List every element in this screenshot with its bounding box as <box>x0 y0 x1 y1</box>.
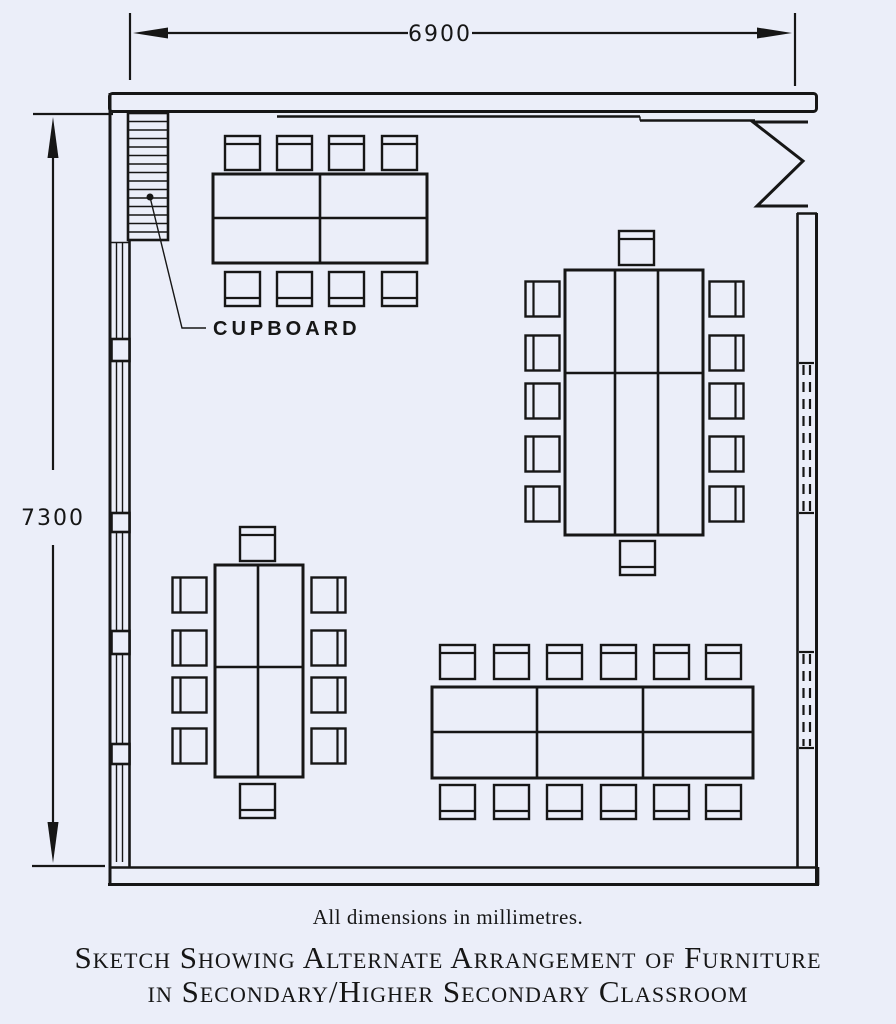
chair <box>708 334 745 372</box>
units-note: All dimensions in millimetres. <box>312 905 584 929</box>
dimension-height-label: 7300 <box>21 506 85 531</box>
cupboard: CUPBOARD <box>126 111 361 340</box>
chair <box>545 643 584 681</box>
chair <box>524 435 561 473</box>
chair <box>708 382 745 420</box>
chair <box>380 134 419 172</box>
arrow-up-icon <box>47 117 59 158</box>
chair <box>704 643 743 681</box>
chair <box>599 783 638 821</box>
chair <box>708 280 745 318</box>
arrow-left-icon <box>133 27 168 39</box>
chair <box>310 676 347 714</box>
chair <box>171 676 208 714</box>
window-glazing <box>115 243 124 862</box>
chair <box>171 727 208 765</box>
chair <box>599 643 638 681</box>
right-wall <box>796 212 818 885</box>
chair <box>652 643 691 681</box>
window-mullions <box>110 337 131 766</box>
chair <box>380 270 419 308</box>
chair <box>545 783 584 821</box>
floor-plan: 6900 7300 <box>21 13 820 886</box>
table <box>563 268 705 537</box>
chair <box>618 539 657 577</box>
chair <box>327 270 366 308</box>
arrow-down-icon <box>47 822 59 863</box>
chair <box>524 280 561 318</box>
table-group-right-middle <box>524 229 745 577</box>
chair <box>708 485 745 523</box>
bottom-wall <box>108 866 820 886</box>
dimension-height: 7300 <box>21 112 113 868</box>
chair <box>171 629 208 667</box>
chair <box>617 229 656 267</box>
dimension-width-label: 6900 <box>408 22 472 47</box>
cupboard-body <box>126 111 170 242</box>
chair <box>652 783 691 821</box>
cupboard-leader-line <box>149 196 206 329</box>
top-wall <box>108 92 818 122</box>
table-group-bottom-right <box>430 643 755 821</box>
chair <box>310 727 347 765</box>
title-line-1: Sketch Showing Alternate Arrangement of … <box>74 940 822 975</box>
chair <box>310 576 347 614</box>
chair <box>238 782 277 820</box>
dimension-width: 6900 <box>128 13 797 86</box>
chair <box>492 783 531 821</box>
chair <box>275 134 314 172</box>
chair <box>171 576 208 614</box>
chair <box>492 643 531 681</box>
chair <box>438 643 477 681</box>
chair <box>438 783 477 821</box>
table-group-bottom-left <box>171 525 347 820</box>
chair <box>223 270 262 308</box>
left-wall-windows <box>108 93 131 886</box>
cupboard-label: CUPBOARD <box>213 318 361 340</box>
chair <box>524 334 561 372</box>
chair <box>704 783 743 821</box>
chair <box>524 485 561 523</box>
door-swing-icon <box>748 120 808 208</box>
chair <box>310 629 347 667</box>
chair <box>223 134 262 172</box>
overhead-opening-dashed <box>799 361 814 750</box>
title-line-2: in Secondary/Higher Secondary Classroom <box>147 974 749 1009</box>
figure-title: Sketch Showing Alternate Arrangement of … <box>0 941 896 1009</box>
table-group-top-left <box>211 134 429 308</box>
chair <box>327 134 366 172</box>
arrow-right-icon <box>757 27 792 39</box>
chair <box>524 382 561 420</box>
chair <box>708 435 745 473</box>
chair <box>238 525 277 563</box>
chair <box>275 270 314 308</box>
